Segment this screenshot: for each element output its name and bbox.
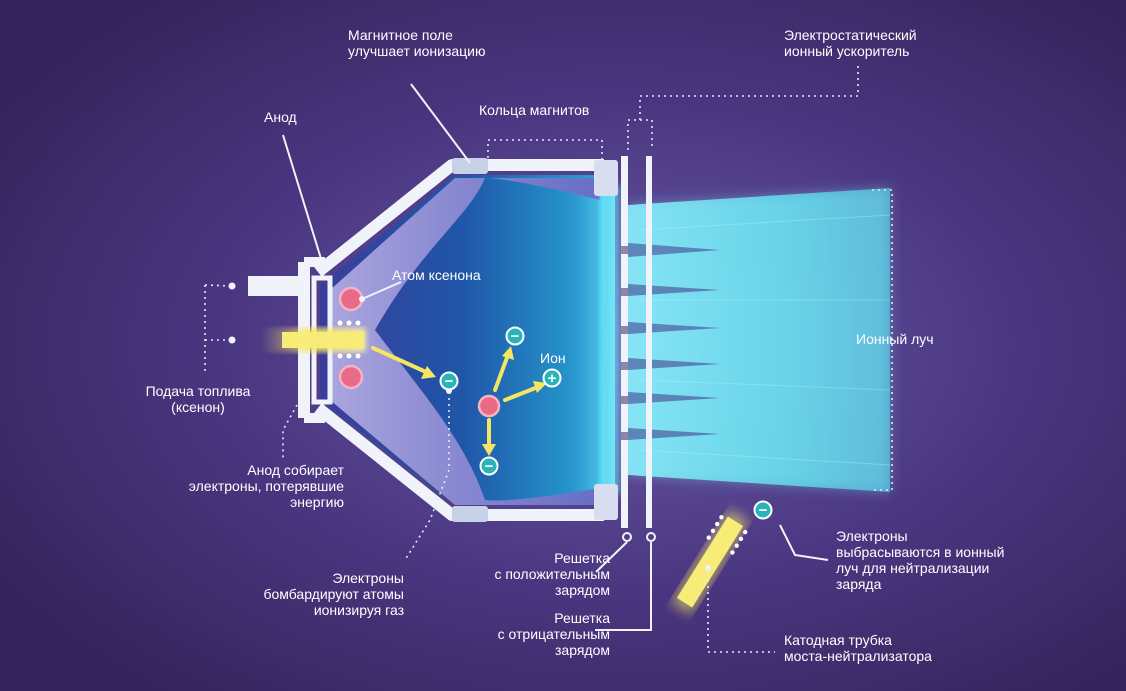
electron-symbol: − <box>759 502 768 519</box>
particle-signs: − − + − − <box>445 328 768 519</box>
discharge-chamber <box>320 175 620 505</box>
cathode-tube <box>670 508 750 616</box>
dotted-connectors <box>204 62 893 653</box>
label-positive-grid: Решетка с положительным зарядом <box>494 550 610 598</box>
label-electrons-ejected: Электроны выбрасываются в ионный луч для… <box>836 528 1005 592</box>
accelerator-grids <box>621 156 656 542</box>
ion-beam <box>628 188 891 492</box>
fuel-inlet <box>248 276 306 296</box>
label-electrostatic-accelerator: Электростатический ионный ускоритель <box>784 27 917 59</box>
label-fuel-supply: Подача топлива (ксенон) <box>145 383 251 415</box>
fuel-stream <box>262 320 366 359</box>
electron-symbol: − <box>511 328 520 345</box>
label-magnetic-field: Магнитное поле улучшает ионизацию <box>348 27 486 59</box>
ion-plus-symbol: + <box>548 370 557 387</box>
electron-symbol: − <box>485 458 494 475</box>
magnet-rings <box>452 158 618 522</box>
label-ion-beam: Ионный луч <box>856 331 934 347</box>
label-cathode-tube: Катодная трубка моста-нейтрализатора <box>784 632 932 664</box>
label-xenon-atom: Атом ксенона <box>392 267 481 283</box>
label-ion: Ион <box>540 350 566 366</box>
particle-circles <box>439 326 773 520</box>
motion-arrows <box>371 346 547 456</box>
label-anode: Анод <box>264 109 297 125</box>
label-magnet-rings: Кольца магнитов <box>479 102 590 118</box>
label-anode-collects: Анод собирает электроны, потерявшие энер… <box>188 462 344 510</box>
leader-lines <box>282 83 829 631</box>
electron-symbol: − <box>445 373 454 390</box>
label-negative-grid: Решетка с отрицательным зарядом <box>497 610 610 658</box>
label-electrons-bombard: Электроны бомбардируют атомы ионизируя г… <box>263 570 404 618</box>
